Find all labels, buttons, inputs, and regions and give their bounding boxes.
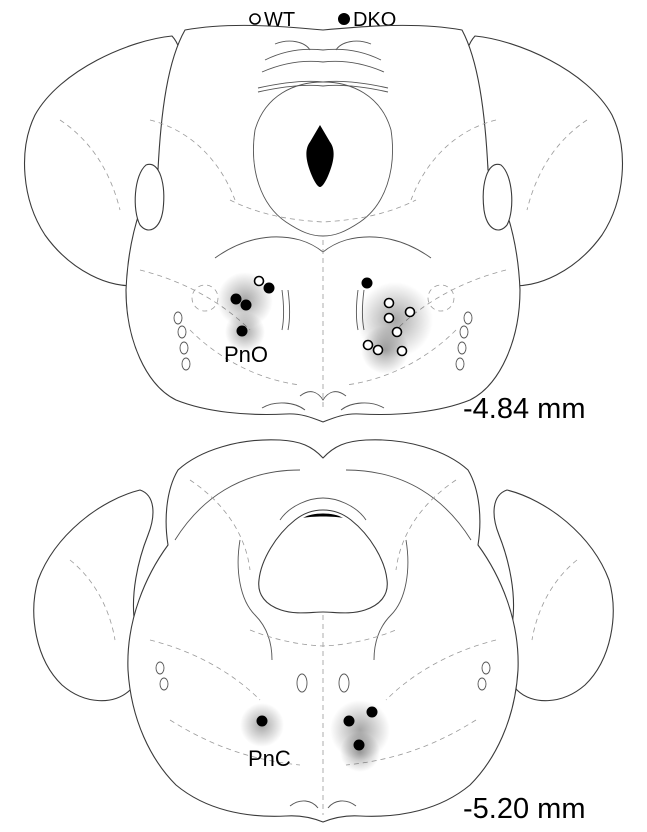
top-left-flocculus — [135, 164, 164, 230]
section-bottom: PnC -5.20 mm — [34, 440, 613, 825]
wt-site-marker-icon — [255, 277, 264, 286]
dko-site-marker-icon — [362, 278, 372, 288]
dko-site-marker-icon — [241, 300, 251, 310]
wt-site-marker-icon — [398, 347, 407, 356]
dko-site-marker-icon — [367, 707, 377, 717]
wt-site-marker-icon — [393, 328, 402, 337]
top-depth-label: -4.84 mm — [463, 393, 585, 425]
top-brainstem-outline — [126, 25, 520, 422]
top-region-label: PnO — [224, 342, 268, 367]
dko-site-marker-icon — [264, 283, 274, 293]
dko-legend-marker-icon — [339, 14, 350, 25]
wt-site-marker-icon — [385, 299, 394, 308]
bottom-depth-label: -5.20 mm — [463, 793, 585, 825]
wt-site-marker-icon — [364, 341, 373, 350]
wt-site-marker-icon — [385, 314, 394, 323]
wt-site-marker-icon — [374, 346, 383, 355]
dko-site-marker-icon — [354, 740, 364, 750]
top-right-flocculus — [483, 164, 512, 230]
bottom-brainstem-outline — [128, 440, 518, 822]
dko-site-marker-icon — [237, 326, 247, 336]
wt-site-marker-icon — [406, 308, 415, 317]
wt-legend-marker-icon — [250, 14, 260, 24]
section-top: PnO -4.84 mm — [25, 25, 623, 425]
dko-site-marker-icon — [257, 716, 267, 726]
bottom-region-label: PnC — [248, 746, 291, 771]
dko-site-marker-icon — [231, 294, 241, 304]
dko-site-marker-icon — [344, 716, 354, 726]
